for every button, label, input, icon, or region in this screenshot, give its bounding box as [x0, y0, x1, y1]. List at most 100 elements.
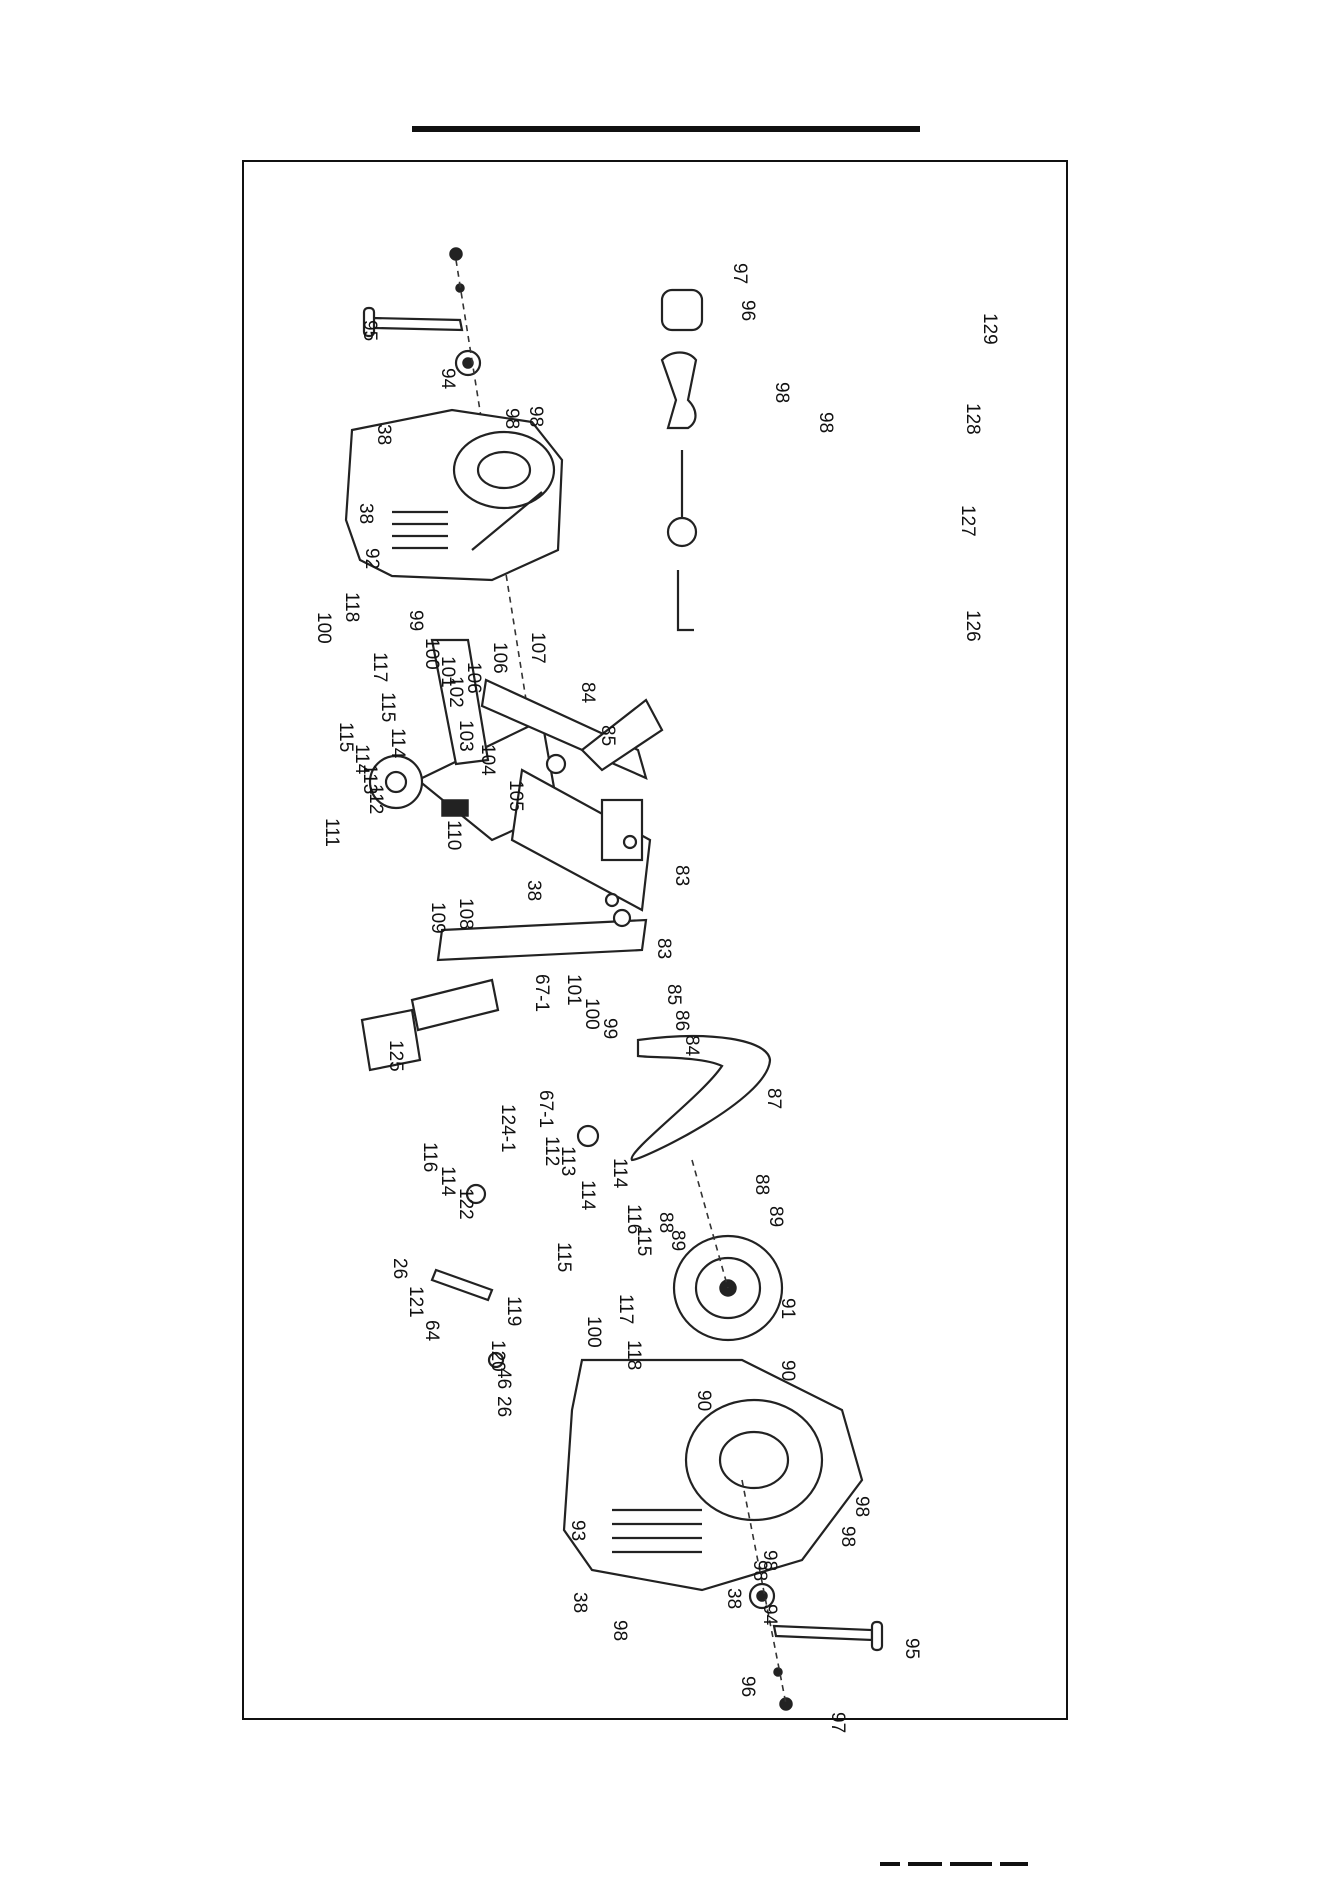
part-label-127: 127: [957, 505, 978, 537]
part-label-118b: 118: [623, 1340, 644, 1370]
part-label-84b: 84: [681, 1035, 702, 1057]
part-122-bearing: [465, 1183, 487, 1205]
seat-post-bracket: [580, 698, 664, 772]
part-label-115c: 115: [633, 1226, 654, 1256]
part-label-85a: 85: [597, 725, 618, 746]
part-label-121: 121: [405, 1286, 426, 1318]
part-126-allen-key: [676, 570, 694, 632]
part-label-112b: 112: [541, 1136, 562, 1166]
part-label-83b: 83: [653, 938, 674, 959]
part-label-116b: 116: [623, 1204, 644, 1234]
part-120-hub: [487, 1351, 505, 1369]
part-label-114b: 114: [351, 744, 372, 775]
part-112-hub-lower: [576, 1124, 600, 1148]
part-label-100b: 100: [421, 638, 442, 670]
part-label-113b: 113: [557, 1146, 578, 1176]
part-label-116a: 116: [419, 1142, 440, 1172]
part-129-cap: [660, 288, 704, 332]
part-label-26a: 26: [389, 1258, 410, 1279]
part-label-64: 64: [421, 1320, 442, 1342]
part-label-111: 111: [321, 818, 342, 847]
part-111-flywheel: [368, 754, 424, 810]
part-label-26b: 26: [493, 1396, 514, 1417]
part-95-crank-arm-bottom: [772, 1624, 874, 1642]
part-label-108: 108: [455, 898, 476, 930]
part-label-117b: 117: [615, 1294, 636, 1324]
part-label-95: 95: [359, 320, 380, 341]
part-label-109: 109: [427, 902, 448, 934]
part-label-100a: 100: [313, 612, 334, 644]
part-label-106b: 106: [463, 662, 484, 694]
part-label-103: 103: [455, 720, 476, 752]
part-label-93: 93: [567, 1520, 588, 1541]
part-label-38e: 38: [723, 1588, 744, 1609]
part-110-magnet: [441, 799, 469, 817]
part-label-107: 107: [527, 632, 548, 664]
part-128-wrench: [660, 351, 698, 430]
part-label-98d: 98: [815, 412, 836, 433]
part-label-88a: 88: [751, 1174, 772, 1195]
frame-upright: [600, 798, 644, 862]
part-label-38b: 38: [355, 503, 376, 524]
part-label-119: 119: [503, 1296, 524, 1326]
part-label-89a: 89: [765, 1206, 786, 1227]
part-label-129: 129: [979, 313, 1000, 345]
part-label-89b: 89: [667, 1230, 688, 1251]
part-label-90b: 90: [693, 1390, 714, 1411]
part-label-85b: 85: [663, 984, 684, 1005]
part-label-98i: 98: [609, 1620, 630, 1641]
part-85-bearing-b: [612, 908, 632, 928]
part-95-pedal-shaft-top: [362, 306, 376, 338]
part-label-117a: 117: [369, 652, 390, 682]
part-96-washer-bottom: [773, 1667, 783, 1677]
part-label-95b: 95: [901, 1638, 922, 1659]
part-label-120: 120: [487, 1340, 508, 1372]
part-label-122: 122: [455, 1188, 476, 1220]
part-label-115d: 115: [553, 1242, 574, 1272]
part-124-1-stabilizer: [410, 978, 500, 1032]
part-label-125: 125: [385, 1040, 406, 1072]
part-label-114d: 114: [609, 1158, 630, 1189]
part-label-38d: 38: [569, 1592, 590, 1613]
lower-crank-parts: [741, 1479, 884, 1711]
axis-dash-bottom: [741, 1479, 787, 1705]
part-label-90a: 90: [777, 1360, 798, 1381]
part-label-97b: 97: [827, 1712, 848, 1733]
part-label-114c: 114: [437, 1166, 458, 1197]
part-label-98e: 98: [851, 1496, 872, 1517]
part-label-97: 97: [729, 263, 750, 284]
part-label-128: 128: [962, 403, 983, 435]
part-label-115b: 115: [335, 722, 356, 752]
part-label-98h: 98: [749, 1560, 770, 1581]
part-label-106a: 106: [489, 642, 510, 674]
part-97-nut-top: [449, 247, 463, 261]
part-label-94b: 94: [759, 1604, 780, 1626]
part-125-end-cap: [360, 1008, 422, 1072]
part-92-cover-top: [344, 408, 564, 582]
part-label-87: 87: [763, 1088, 784, 1109]
part-label-100d: 100: [583, 1316, 604, 1348]
part-label-98a: 98: [525, 406, 546, 427]
diagram-frame: [242, 160, 1068, 1720]
part-95-pedal-shaft-bottom: [870, 1620, 884, 1652]
part-85-bearing-a: [545, 753, 567, 775]
part-label-84a: 84: [577, 682, 598, 704]
part-label-112a: 112: [365, 784, 386, 814]
part-label-94: 94: [437, 368, 458, 390]
part-label-91: 91: [777, 1298, 798, 1319]
part-label-98f: 98: [837, 1526, 858, 1547]
part-label-99b: 99: [599, 1018, 620, 1039]
part-label-86: 86: [671, 1010, 692, 1031]
part-label-126: 126: [962, 610, 983, 642]
part-label-96: 96: [737, 300, 758, 321]
title-underline: [412, 126, 920, 132]
part-label-124-1: 124-1: [497, 1104, 518, 1153]
part-label-98g: 98: [759, 1550, 780, 1571]
part-label-114a: 114: [387, 728, 408, 759]
part-95-crank-arm-top: [370, 316, 464, 332]
part-label-114e: 114: [577, 1180, 598, 1211]
part-label-67-1b: 67-1: [535, 1090, 556, 1128]
part-label-101b: 101: [563, 974, 584, 1006]
